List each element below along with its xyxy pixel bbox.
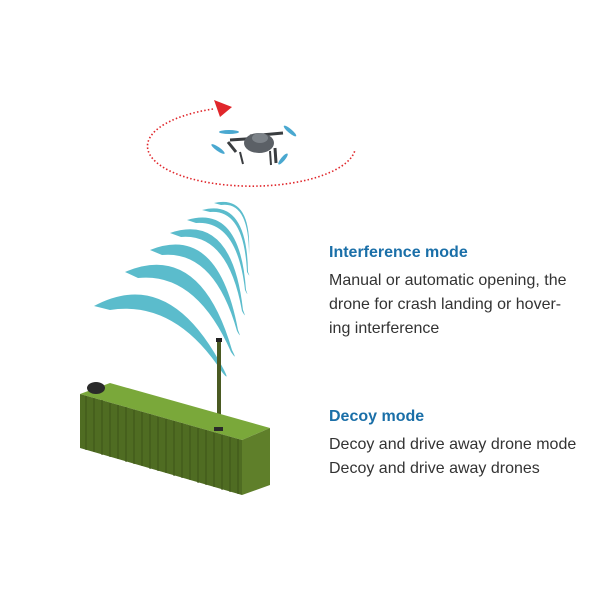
signal-waves-icon <box>94 201 251 377</box>
jammer-device-icon <box>80 338 270 495</box>
decoy-mode-title: Decoy mode <box>329 408 425 425</box>
interference-mode-block: Interference mode Manual or automatic op… <box>329 243 600 341</box>
interference-mode-description: Manual or automatic opening, the drone f… <box>329 272 567 337</box>
decoy-mode-block: Decoy mode Decoy and drive away drone mo… <box>329 407 600 481</box>
drone-icon <box>211 125 297 166</box>
orbit-icon <box>146 100 356 187</box>
interference-mode-title: Interference mode <box>329 244 468 261</box>
decoy-mode-description: Decoy and drive away drone mode Decoy an… <box>329 436 577 477</box>
